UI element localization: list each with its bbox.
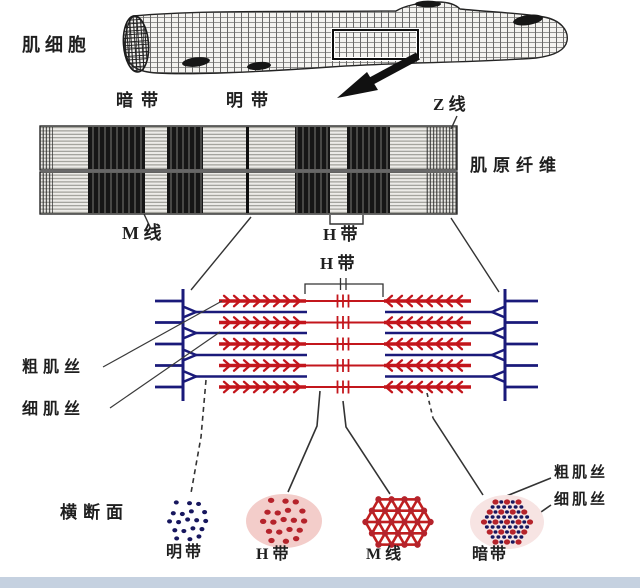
connector-light-band bbox=[190, 379, 207, 494]
h-band-bracket-fibril bbox=[329, 215, 364, 225]
connector-lines bbox=[190, 379, 552, 520]
cross-section-m-line bbox=[362, 496, 434, 548]
h-band-bracket-sarcomere bbox=[304, 278, 384, 297]
cross-section-h-band bbox=[246, 494, 322, 548]
cross-section-light-band bbox=[167, 500, 209, 542]
m-line-label: M 线 bbox=[122, 223, 162, 243]
fiber-nuclei bbox=[182, 0, 543, 71]
thick-filament-label: 粗肌丝 bbox=[22, 359, 86, 376]
fiber-end-cap bbox=[122, 15, 150, 73]
expand-line-right bbox=[450, 217, 500, 293]
cs-light-band-label: 明带 bbox=[166, 544, 205, 561]
connector-m-line bbox=[342, 400, 391, 495]
light-band-label: 明带 bbox=[226, 91, 276, 110]
highlight-box bbox=[332, 29, 419, 60]
z-line-leader bbox=[450, 115, 458, 130]
myofibril-annotations bbox=[143, 115, 500, 293]
cs-thick-filament-label: 粗肌丝 bbox=[554, 465, 609, 481]
thick-filament-leader bbox=[102, 300, 223, 368]
dark-band-label: 暗带 bbox=[116, 91, 166, 110]
cs-dark-band-label: 暗带 bbox=[472, 546, 509, 563]
connector-h-band bbox=[287, 390, 321, 493]
m-line-leader bbox=[143, 213, 152, 230]
cross-section-dark-band bbox=[470, 495, 544, 549]
myofibril-drawing bbox=[39, 125, 458, 215]
cross-section-label: 横断面 bbox=[60, 503, 129, 522]
muscle-fiber-drawing bbox=[122, 0, 568, 98]
cs-thin-filament-label: 细肌丝 bbox=[554, 492, 609, 508]
myofibril-label: 肌原纤维 bbox=[470, 156, 562, 175]
expand-line-left bbox=[190, 216, 252, 291]
zoom-arrow-icon bbox=[337, 52, 420, 98]
connector-dark-band bbox=[432, 417, 484, 496]
page-edge-strip bbox=[0, 577, 640, 588]
filament-leader-lines bbox=[102, 300, 223, 409]
sarcomere-drawing bbox=[155, 289, 538, 401]
muscle-cell-label: 肌细胞 bbox=[22, 35, 91, 55]
h-band-label-fibril: H 带 bbox=[323, 225, 358, 244]
thin-filament-label: 细肌丝 bbox=[22, 401, 86, 418]
h-band-label-sarcomere: H 带 bbox=[320, 254, 355, 273]
thin-filament-leader bbox=[109, 331, 221, 409]
z-line-label: Z 线 bbox=[433, 95, 466, 114]
cs-h-band-label: H 带 bbox=[256, 546, 289, 563]
cs-m-line-label: M 线 bbox=[366, 546, 402, 563]
connector-dark-band-dashed bbox=[426, 392, 434, 419]
